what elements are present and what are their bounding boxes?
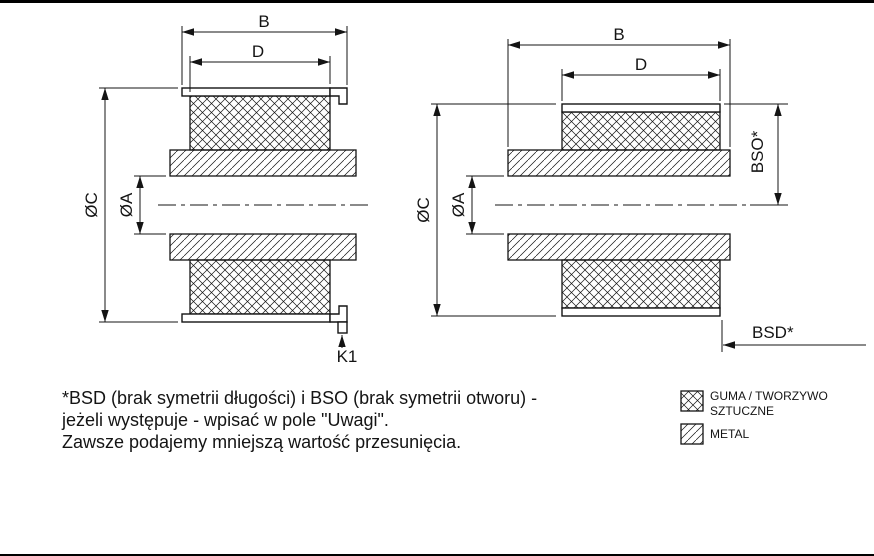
legend-label-rubber-line2: SZTUCZNE [710,404,774,418]
legend-label-rubber-line1: GUMA / TWORZYWO [710,389,828,403]
rubber-top-section [189,95,331,151]
legend-label-metal: METAL [710,427,749,441]
outer-shell-top [561,103,721,113]
note-line-3: Zawsze podajemy mniejszą wartość przesun… [62,432,461,452]
outer-shell-bottom [181,313,331,323]
legend-swatch-rubber [680,390,704,412]
k1-lip [337,321,348,334]
inner-tube-top-section [507,149,731,177]
outer-shell-top [181,87,331,97]
dim-label-a: ØA [449,192,468,217]
outer-shell-top-flange [329,87,348,105]
page-border-bottom [0,554,874,556]
dim-label-d: D [635,55,647,74]
rubber-bottom-section [189,259,331,315]
dim-label-b: B [613,25,624,44]
page-border-top [0,0,874,3]
note-line-2: jeżeli występuje - wpisać w pole "Uwagi"… [61,410,389,430]
legend-swatch-metal [680,423,704,445]
outer-shell-bottom [561,307,721,317]
rubber-bottom-section [561,259,721,309]
dim-label-bso: BSO* [748,130,767,173]
inner-tube-bottom-section [507,233,731,261]
left-bushing-drawing: B D ØC ØA K1 [82,12,368,366]
rubber-top-section [561,111,721,151]
inner-tube-top-section [169,149,357,177]
dim-label-b: B [258,12,269,31]
material-legend: GUMA / TWORZYWO SZTUCZNE METAL [680,389,828,445]
dim-label-c: ØC [414,197,433,223]
note-line-1: *BSD (brak symetrii długości) i BSO (bra… [62,388,537,408]
inner-tube-bottom-section [169,233,357,261]
notes-block: *BSD (brak symetrii długości) i BSO (bra… [61,388,537,452]
right-bushing-drawing: B D ØC ØA BSO* BSD* [414,25,866,352]
dim-label-c: ØC [82,192,101,218]
outer-shell-bottom-flange [329,305,348,323]
dim-label-d: D [252,42,264,61]
dim-label-a: ØA [117,192,136,217]
k1-label: K1 [337,347,358,366]
dim-label-bsd: BSD* [752,323,794,342]
